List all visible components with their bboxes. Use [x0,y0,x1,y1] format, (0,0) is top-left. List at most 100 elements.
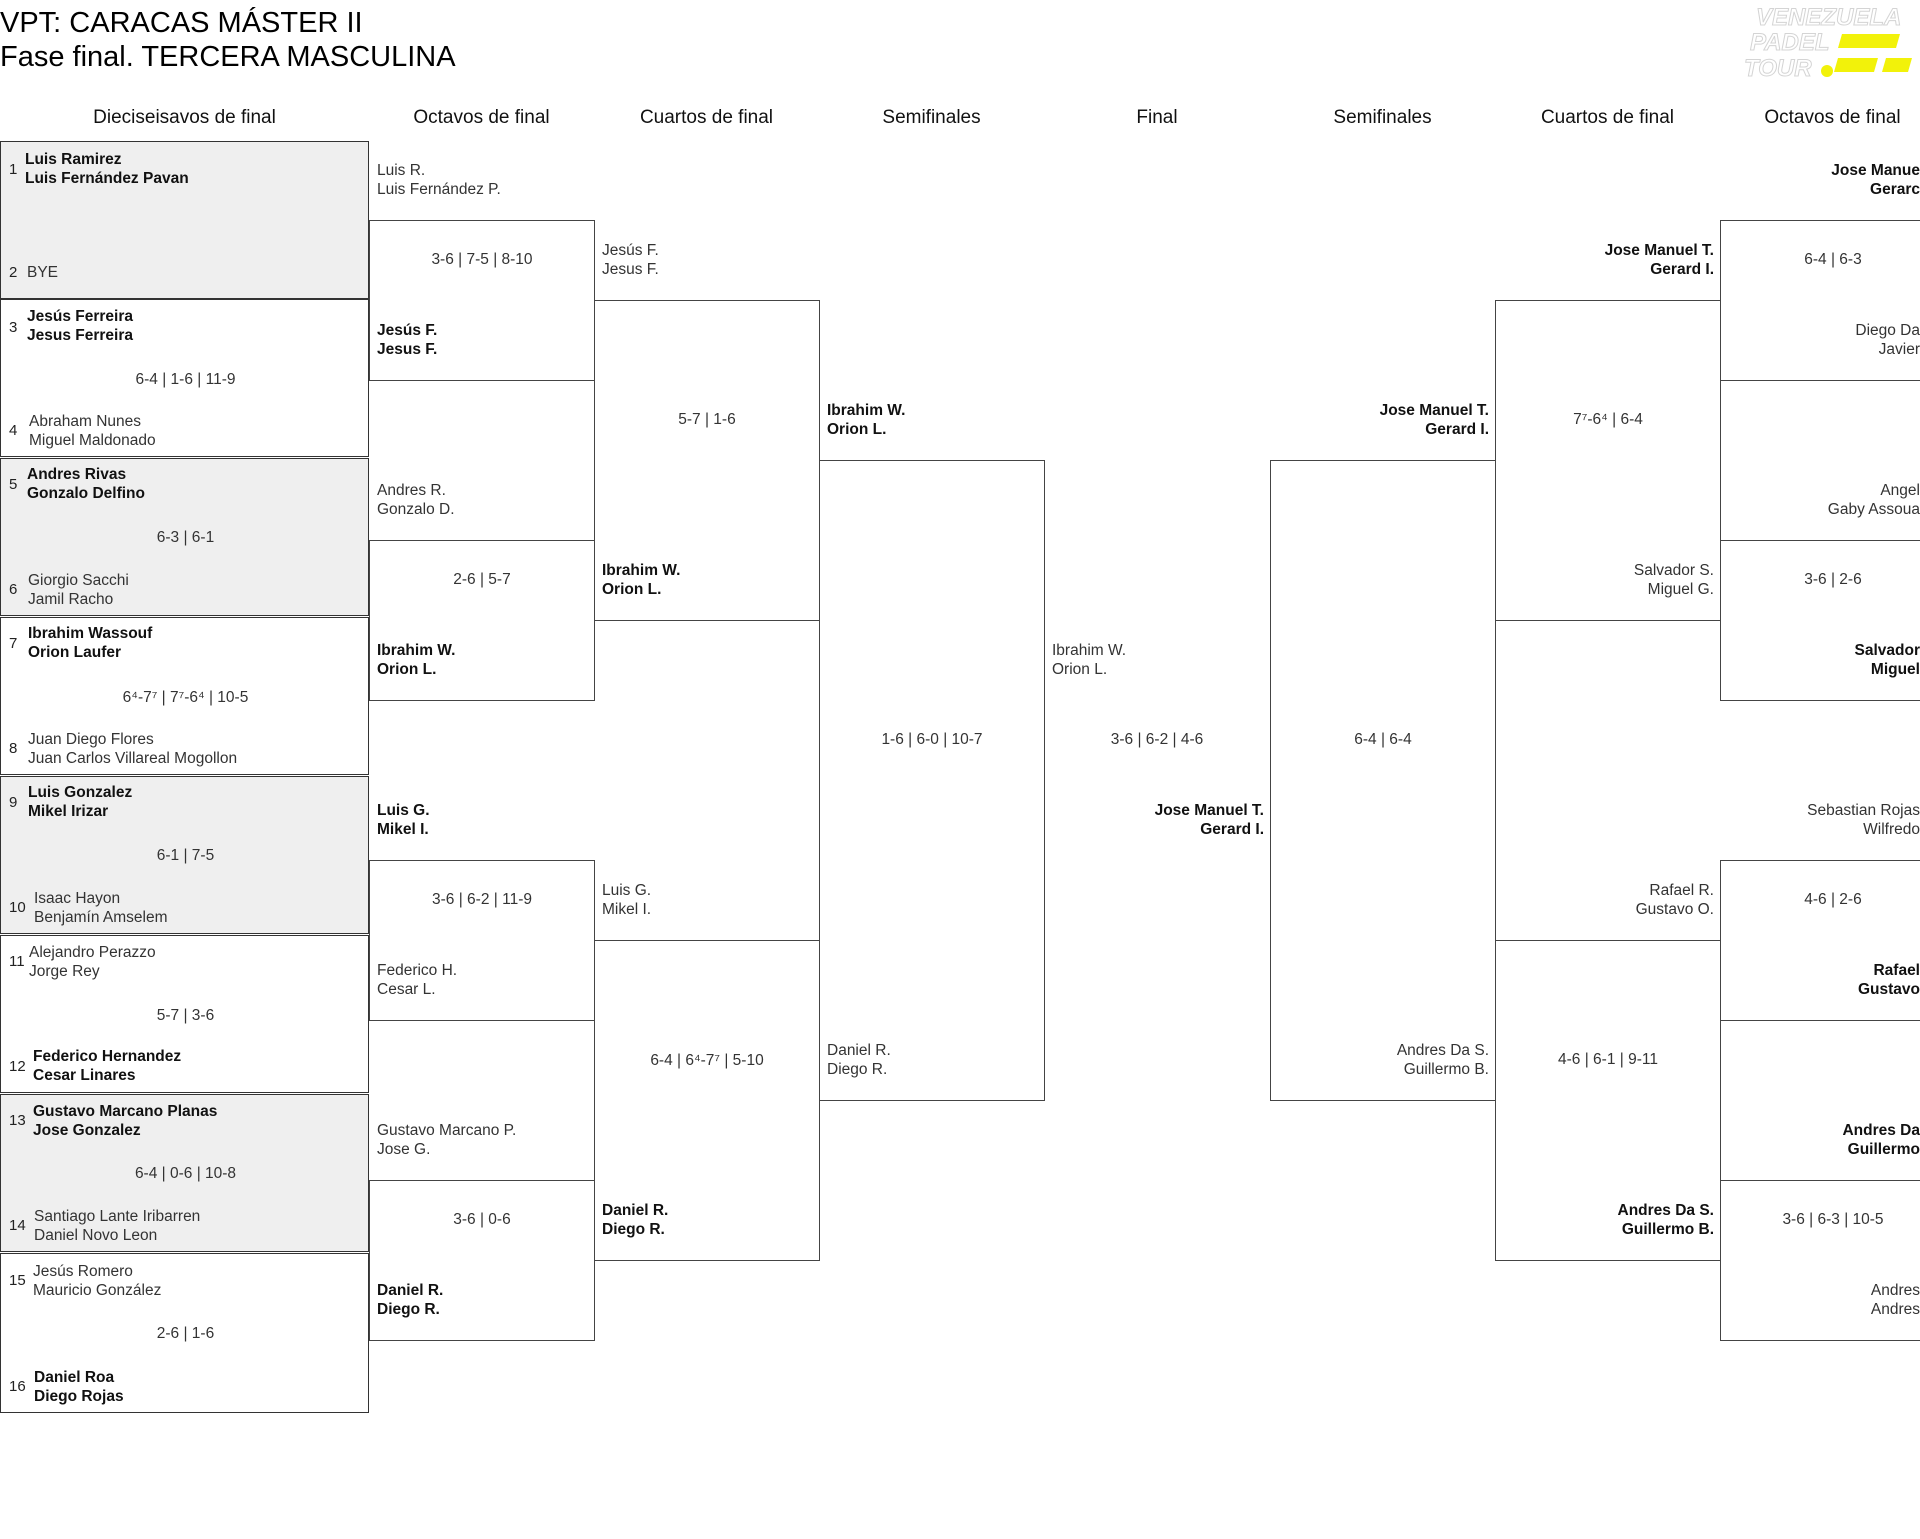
player-pair-winner: Daniel R.Diego R. [602,1202,669,1238]
match-score: 6-3 | 6-1 [156,529,215,546]
match-score: 3-6 | 6-3 | 10-5 [1782,1211,1884,1228]
match-score: 6-4 | 6⁴-7⁷ | 5-10 [650,1052,764,1069]
seed-number: 14 [9,1217,26,1234]
match-score: 5-7 | 1-6 [678,411,736,428]
round-header-final: Final [1136,107,1178,128]
player-pair: Salvador S.Miguel G. [1633,562,1714,598]
r16-bracket-box [1720,1180,1920,1341]
round-header-qf-left: Cuartos de final [639,107,774,128]
sf-bracket-box [819,460,1045,1101]
match-score: 2-6 | 1-6 [156,1325,215,1342]
match-score: 5-7 | 3-6 [156,1007,215,1024]
player-pair-winner: Ibrahim W.Orion L. [827,402,906,438]
seed-number: 8 [9,740,18,757]
seed-number: 4 [9,422,18,439]
player-pair: Andres Da S.Guillermo B. [1396,1042,1489,1078]
player-pair-winner: Ibrahim W.Orion L. [377,642,456,678]
round-header-r16-left: Octavos de final [413,107,550,128]
match-score: 6-4 | 6-3 [1804,251,1862,268]
match-score: 3-6 | 2-6 [1804,571,1862,588]
seed-number: 5 [9,476,18,493]
match-score: 6⁴-7⁷ | 7⁷-6⁴ | 10-5 [122,689,249,706]
page-title: VPT: CARACAS MÁSTER II [0,7,363,39]
player-pair: Andres R.Gonzalo D. [377,482,455,518]
match-score: 3-6 | 6-2 | 11-9 [432,891,532,908]
match-score: 6-1 | 7-5 [156,847,215,864]
seed-number: 11 [9,953,25,970]
svg-text:VENEZUELA: VENEZUELA [1756,4,1901,31]
svg-text:PADEL: PADEL [1750,29,1830,56]
player-pair-winner: Jose Manuel T.Gerard I. [1379,402,1489,438]
seed-number: 10 [9,899,26,916]
seed-number: 3 [9,319,18,336]
qf-bracket-box [1495,300,1721,621]
player-pair-winner: Luis G.Mikel I. [377,802,430,838]
qf-bracket-box [1495,940,1721,1261]
sf-bracket-box [1270,460,1496,1101]
player-pair: Daniel R.Diego R. [827,1042,891,1078]
r16-bracket-box [1720,220,1920,381]
r16-bracket-box [1720,860,1920,1021]
player-pair: Luis R.Luis Fernández P. [377,162,501,198]
svg-text:TOUR: TOUR [1744,55,1812,82]
match-score: 3-6 | 7-5 | 8-10 [431,251,533,268]
round-header-r16-right: Octavos de final [1764,107,1901,128]
seed-number: 1 [9,161,18,178]
player-pair-winner: Andres Da S.Guillermo B. [1617,1202,1714,1238]
final-score: 3-6 | 6-2 | 4-6 [1110,731,1204,748]
player-pair: Rafael R.Gustavo O. [1635,882,1714,918]
seed-number: 7 [9,635,18,652]
match-score: 1-6 | 6-0 | 10-7 [881,731,983,748]
venezuela-padel-tour-logo: VENEZUELA PADEL TOUR [1740,0,1920,83]
player-pair: Luis G.Mikel I. [602,882,652,918]
player-pair: Gustavo Marcano P.Jose G. [377,1122,517,1158]
player-pair: Jesús F.Jesus F. [602,242,659,278]
match-score: 6-4 | 0-6 | 10-8 [134,1165,237,1182]
finalist-left: Ibrahim W.Orion L. [1052,642,1127,678]
match-score: 4-6 | 2-6 [1804,891,1862,908]
player-pair: BYE [27,264,59,281]
round-header-r32: Dieciseisavos de final [93,107,276,128]
seed-number: 6 [9,581,18,598]
seed-number: 9 [9,794,18,811]
seed-number: 2 [9,264,18,281]
seed-number: 16 [9,1378,26,1395]
match-score: 2-6 | 5-7 [453,571,511,588]
match-score: 7⁷-6⁴ | 6-4 [1573,411,1643,428]
seed-number: 15 [9,1272,26,1289]
player-pair: Federico H.Cesar L. [377,962,458,998]
finalist-right-winner: Jose Manuel T.Gerard I. [1154,802,1264,838]
match-score: 3-6 | 0-6 [453,1211,511,1228]
player-pair-winner: Daniel R.Diego R. [377,1282,444,1318]
player-pair-winner: Jose Manuel T.Gerard I. [1604,242,1714,278]
